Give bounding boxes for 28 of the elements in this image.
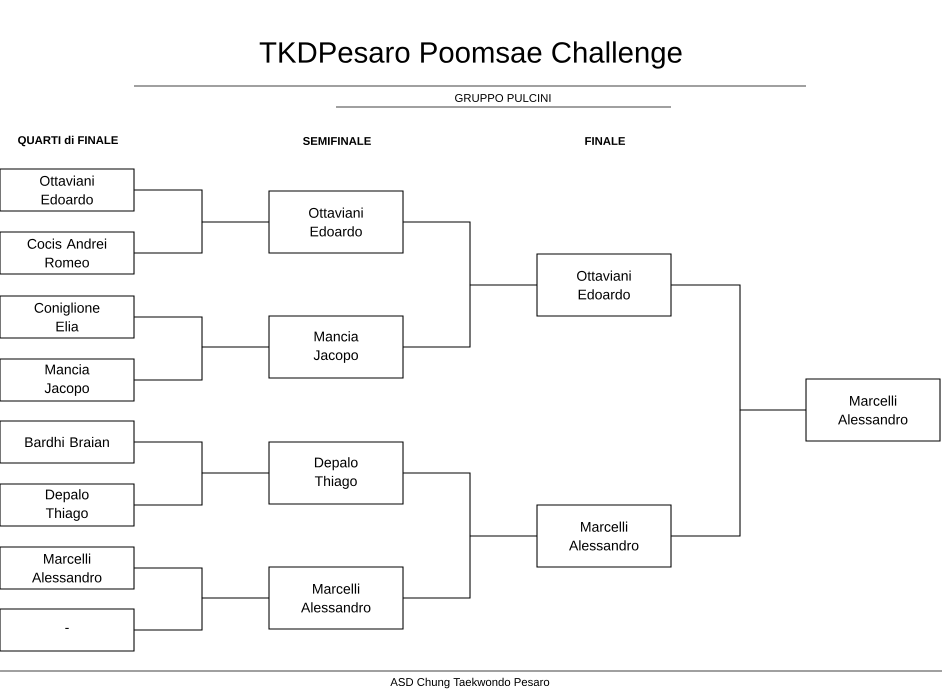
bracket-line xyxy=(404,284,536,348)
name-box: Ottaviani Edoardo xyxy=(0,168,135,212)
column-heading: SEMIFINALE xyxy=(303,137,371,146)
column-heading: QUARTI di FINALE xyxy=(18,136,118,146)
name-box: Marcelli Alessandro xyxy=(805,378,941,442)
column-heading: FINALE xyxy=(585,137,626,145)
name-box: Mancia Jacopo xyxy=(268,315,404,379)
name-box: Mancia Jacopo xyxy=(0,358,135,402)
name-box: Depalo Thiago xyxy=(0,483,135,527)
bracket-line xyxy=(134,597,268,631)
name-box: Marcelli Alessandro xyxy=(0,546,135,590)
bracket-line xyxy=(404,535,536,599)
bracket-line xyxy=(672,409,806,537)
name-box: Depalo Thiago xyxy=(268,441,404,505)
footer-text: ASD Chung Taekwondo Pesaro xyxy=(390,678,550,688)
name-box: Marcelli Alessandro xyxy=(268,566,404,630)
bracket-line xyxy=(134,346,268,381)
name-box: Marcelli Alessandro xyxy=(536,504,672,568)
bracket-line xyxy=(134,221,268,254)
name-box: Cocis Andrei Romeo xyxy=(0,231,135,275)
group-label: GRUPPO PULCINI xyxy=(455,94,550,102)
name-box: Ottaviani Edoardo xyxy=(268,190,404,254)
name-box: - xyxy=(0,608,135,652)
name-box: Coniglione Elia xyxy=(0,295,135,339)
name-box: Ottaviani Edoardo xyxy=(536,253,672,317)
name-box: Bardhi Braian xyxy=(0,420,135,464)
bracket-line xyxy=(134,472,268,506)
title: TKDPesaro Poomsae Challenge xyxy=(260,41,682,69)
